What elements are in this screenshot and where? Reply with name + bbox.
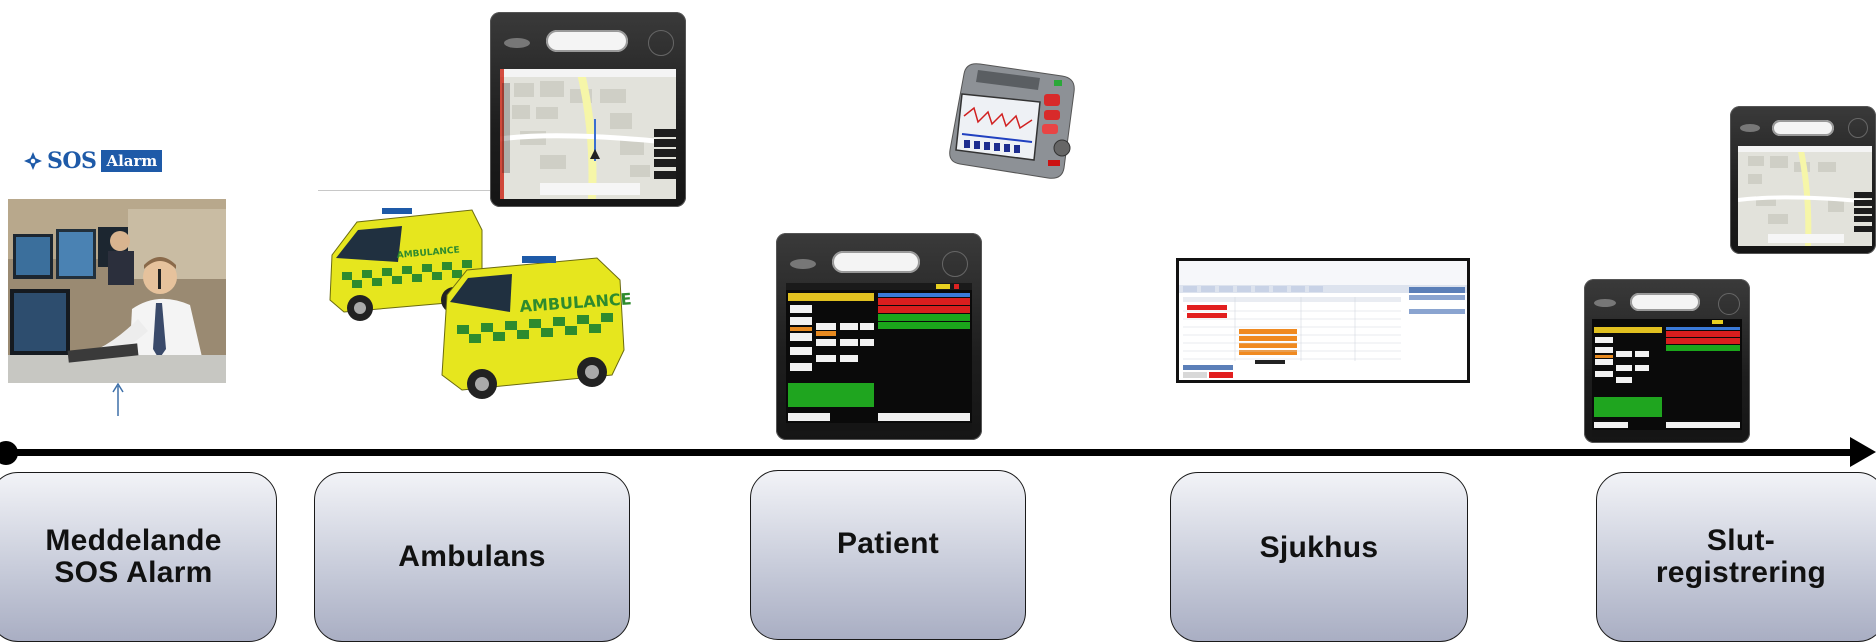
sos-alarm-logo: SOS Alarm — [24, 148, 163, 174]
stage-slutregistrering-label: Slut- registrering — [1655, 523, 1827, 589]
stage-sos-alarm-label: Meddelande SOS Alarm — [45, 523, 222, 589]
stage-ambulans: Ambulans — [314, 472, 630, 642]
sos-logo-box-text: Alarm — [101, 150, 163, 172]
arrow-up-icon — [112, 382, 124, 416]
patient-form-view-final — [1592, 319, 1742, 437]
defibrillator-monitor-photo — [944, 56, 1084, 184]
stage-slutregistrering: Slut- registrering — [1596, 472, 1876, 642]
rugged-tablet-map-final — [1730, 106, 1876, 254]
hospital-journal-screenshot — [1176, 258, 1470, 383]
timeline-start-dot — [0, 441, 18, 465]
map-view-final — [1738, 146, 1872, 246]
dispatch-operator-photo — [8, 199, 226, 383]
timeline-line — [6, 449, 1854, 456]
stage-ambulans-label: Ambulans — [398, 539, 546, 573]
rugged-tablet-patient-form-final — [1584, 279, 1750, 443]
sos-cross-icon — [24, 152, 42, 170]
timeline-arrow-head — [1850, 437, 1876, 467]
stage-sos-alarm: Meddelande SOS Alarm — [0, 472, 277, 642]
map-view — [500, 69, 676, 199]
ambulance-photo: AMBULANCE AMBULANCE — [322, 200, 632, 405]
rugged-tablet-map — [490, 12, 686, 207]
stage-patient: Patient — [750, 470, 1026, 640]
rugged-tablet-patient-form — [776, 233, 982, 440]
stage-patient-label: Patient — [836, 526, 940, 560]
divider-line — [318, 190, 648, 191]
stage-sjukhus-label: Sjukhus — [1259, 530, 1379, 564]
stage-sjukhus: Sjukhus — [1170, 472, 1468, 642]
sos-logo-text: SOS — [47, 148, 97, 174]
patient-form-view — [786, 283, 972, 431]
